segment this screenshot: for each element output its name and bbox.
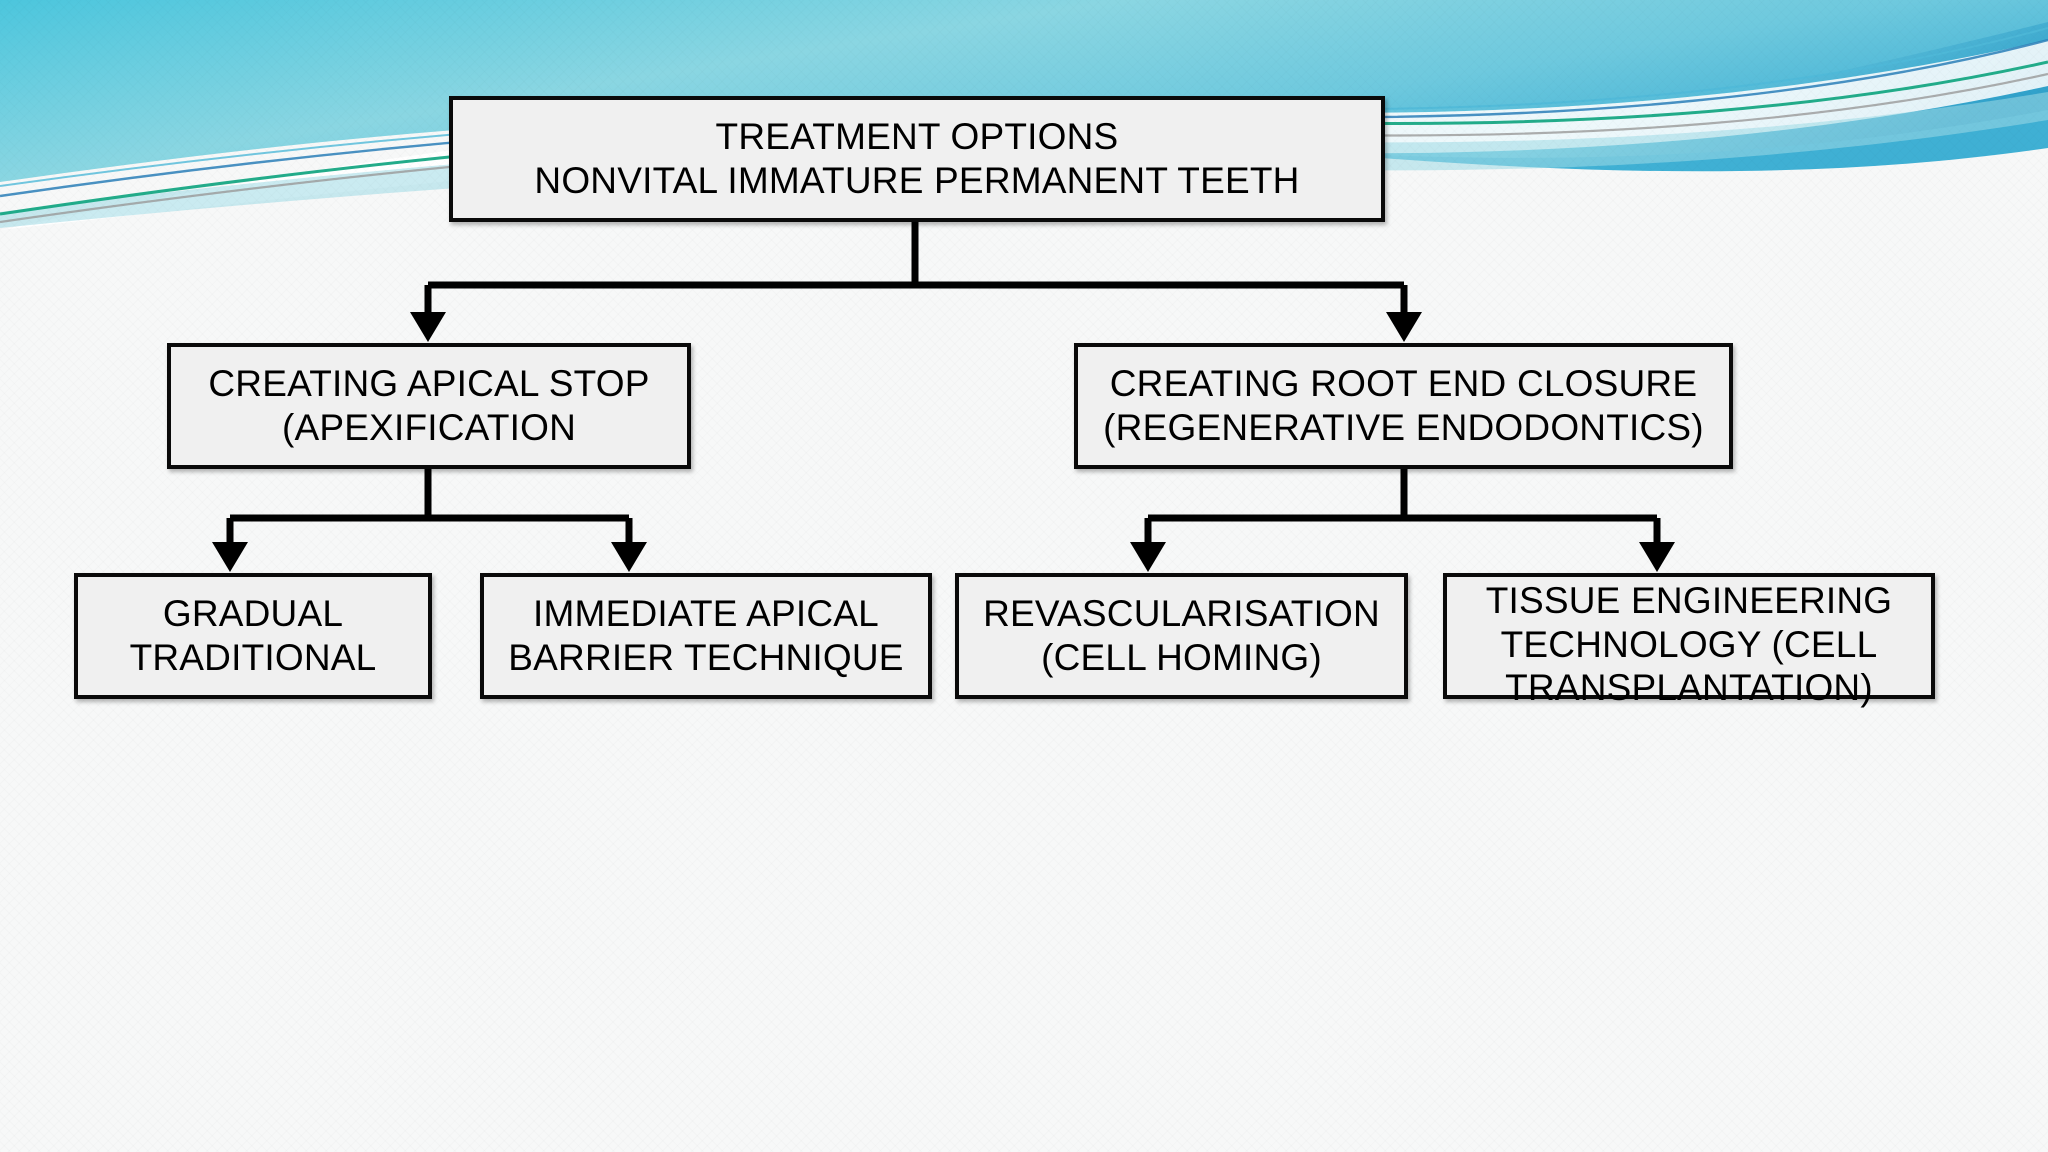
arrowhead-to-b4 (1639, 542, 1675, 572)
node-treatment-options: TREATMENT OPTIONS NONVITAL IMMATURE PERM… (449, 96, 1385, 222)
arrowhead-to-mid-r (1386, 312, 1422, 342)
node-treatment-options-label: TREATMENT OPTIONS NONVITAL IMMATURE PERM… (534, 116, 1300, 201)
node-gradual-traditional-label: GRADUAL TRADITIONAL (129, 593, 377, 678)
node-tissue-engineering-technology: TISSUE ENGINEERING TECHNOLOGY (CELL TRAN… (1443, 573, 1935, 708)
node-tissue-engineering-technology-label: TISSUE ENGINEERING TECHNOLOGY (CELL TRAN… (1485, 580, 1893, 709)
node-gradual-traditional: GRADUAL TRADITIONAL (74, 573, 432, 699)
arrowhead-to-b3 (1130, 542, 1166, 572)
arrowhead-to-b2 (611, 542, 647, 572)
node-revascularisation-cell-homing: REVASCULARISATION (CELL HOMING) (955, 573, 1408, 699)
node-revascularisation-cell-homing-label: REVASCULARISATION (CELL HOMING) (983, 593, 1380, 678)
node-creating-root-end-closure-label: CREATING ROOT END CLOSURE (REGENERATIVE … (1103, 363, 1704, 448)
node-creating-root-end-closure: CREATING ROOT END CLOSURE (REGENERATIVE … (1074, 343, 1733, 469)
node-immediate-apical-barrier-technique: IMMEDIATE APICAL BARRIER TECHNIQUE (480, 573, 932, 699)
node-creating-apical-stop: CREATING APICAL STOP (APEXIFICATION (167, 343, 691, 469)
node-creating-apical-stop-label: CREATING APICAL STOP (APEXIFICATION (208, 363, 650, 448)
node-immediate-apical-barrier-technique-label: IMMEDIATE APICAL BARRIER TECHNIQUE (508, 593, 904, 678)
arrowhead-to-b1 (212, 542, 248, 572)
arrowhead-to-mid-l (410, 312, 446, 342)
